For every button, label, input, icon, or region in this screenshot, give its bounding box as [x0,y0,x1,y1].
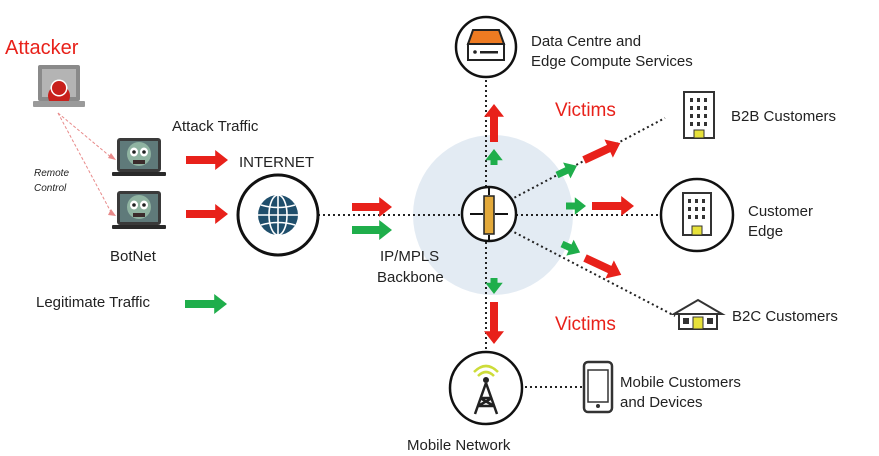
router-icon [460,185,518,243]
attack-arrow [352,197,392,217]
botnet-label: BotNet [110,248,157,265]
attacker-laptop-icon [33,65,85,107]
legitimate-traffic-label: Legitimate Traffic [36,294,150,311]
zombie-bot-icon [112,191,166,229]
customer-edge-label-line1: Customer [748,203,813,220]
remote-control-line2: Control [34,183,67,194]
data-centre-label-line2: Edge Compute Services [531,53,693,70]
remote-control-lines [57,112,113,215]
attack-arrow [592,196,634,216]
server-icon [454,15,518,79]
attack-arrow [186,150,228,170]
traffic-arrows [185,104,634,344]
legitimate-arrow [555,162,577,179]
attack-arrow [582,139,621,164]
remote-arrowhead [108,153,116,160]
customer-edge-label-line2: Edge [748,223,783,240]
attacker-label: Attacker [5,37,79,59]
legitimate-arrow [560,239,581,256]
b2b-label: B2B Customers [731,108,836,125]
mobile-customers-label-line2: and Devices [620,394,703,411]
mobile-phone-icon [582,360,614,414]
legitimate-arrow [185,294,227,314]
backbone-label-line2: Backbone [377,269,444,286]
legitimate-arrow [566,197,586,215]
legitimate-arrow [485,278,503,294]
connection-lines [318,75,676,388]
antenna-tower-icon [448,350,524,426]
remote-arrowhead [108,209,116,216]
mobile-customers-label-line1: Mobile Customers [620,374,741,391]
remote-control-line1: Remote [34,168,69,179]
house-icon [670,298,726,330]
attack-traffic-label: Attack Traffic [172,118,259,135]
legitimate-arrow [352,220,392,240]
building-icon [659,177,735,253]
victims-label-upper: Victims [555,100,616,121]
attack-arrow [484,104,504,142]
internet-label: INTERNET [239,154,314,171]
building-icon [683,91,715,139]
backbone-label-line1: IP/MPLS [380,248,439,265]
globe-icon [236,173,320,257]
attack-arrow [186,204,228,224]
victims-label-lower: Victims [555,314,616,335]
mobile-network-label: Mobile Network [407,437,511,454]
b2c-label: B2C Customers [732,308,838,325]
attack-arrow [583,254,622,279]
legitimate-arrow [485,149,503,165]
zombie-bot-icon [112,138,166,176]
data-centre-label-line1: Data Centre and [531,33,641,50]
attack-arrow [484,302,504,344]
